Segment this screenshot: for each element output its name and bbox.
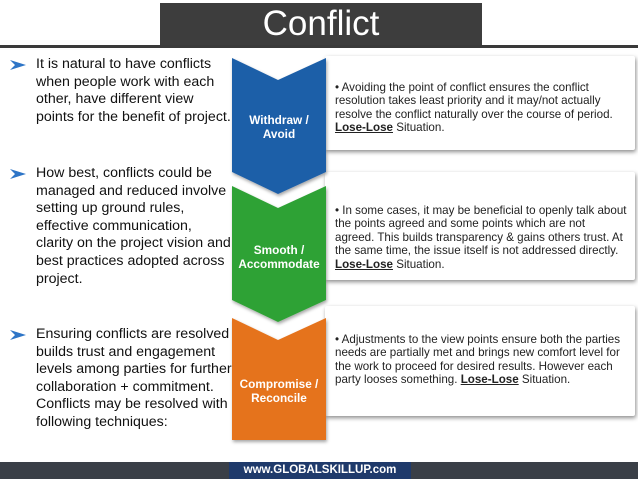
outcome-label: Lose-Lose [335,121,393,135]
technique-label-smooth: Smooth / Accommodate [238,243,320,271]
chevron-compromise [232,318,326,440]
technique-box-withdraw: • Avoiding the point of conflict ensures… [325,56,635,150]
technique-box-smooth: • In some cases, it may be beneficial to… [325,172,635,280]
title-rule [0,45,638,48]
outcome-label: Lose-Lose [460,373,519,387]
footer-url[interactable]: www.GLOBALSKILLUP.com [229,462,411,479]
technique-box-compromise: • Adjustments to the view points ensure … [325,306,635,416]
technique-description: • In some cases, it may be beneficial to… [335,204,627,271]
bullet-text: It is natural to have conflicts when peo… [36,56,231,125]
arrow-bullet-icon [10,330,26,340]
arrow-bullet-icon [10,60,26,70]
arrow-bullet-icon [10,169,26,179]
footer: www.GLOBALSKILLUP.com [0,462,638,479]
chevron-withdraw [232,58,326,194]
chevron-smooth [232,186,326,322]
technique-label-compromise: Compromise / Reconcile [239,377,319,405]
technique-description: • Adjustments to the view points ensure … [335,333,621,387]
outcome-label: Lose-Lose [335,257,393,271]
bullet-text: Ensuring conflicts are resolved builds t… [36,326,232,430]
bullet-text: How best, conflicts could be managed and… [36,165,231,287]
technique-label-withdraw: Withdraw / Avoid [249,113,309,141]
technique-description: • Avoiding the point of conflict ensures… [335,81,613,135]
